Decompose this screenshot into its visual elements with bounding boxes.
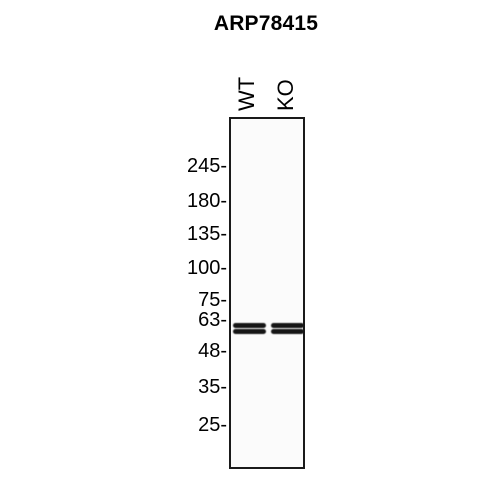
marker-label: 180- bbox=[186, 189, 227, 212]
marker-label: 245- bbox=[186, 155, 227, 177]
marker-label: 63- bbox=[198, 309, 227, 332]
band-wt bbox=[233, 328, 266, 334]
marker-label: 75- bbox=[198, 289, 227, 312]
blot-membrane bbox=[229, 117, 305, 469]
marker-label: 135- bbox=[186, 222, 227, 245]
marker-label: 100- bbox=[186, 256, 227, 279]
band-ko bbox=[271, 328, 304, 334]
lane-label-ko: KO bbox=[273, 79, 298, 111]
figure-title: ARP78415 bbox=[213, 12, 319, 35]
band-wt bbox=[233, 323, 266, 329]
band-ko bbox=[271, 323, 304, 329]
marker-label: 35- bbox=[198, 375, 227, 398]
marker-label: 25- bbox=[198, 414, 227, 436]
lane-label-wt: WT bbox=[234, 76, 259, 111]
marker-label: 48- bbox=[198, 339, 227, 362]
